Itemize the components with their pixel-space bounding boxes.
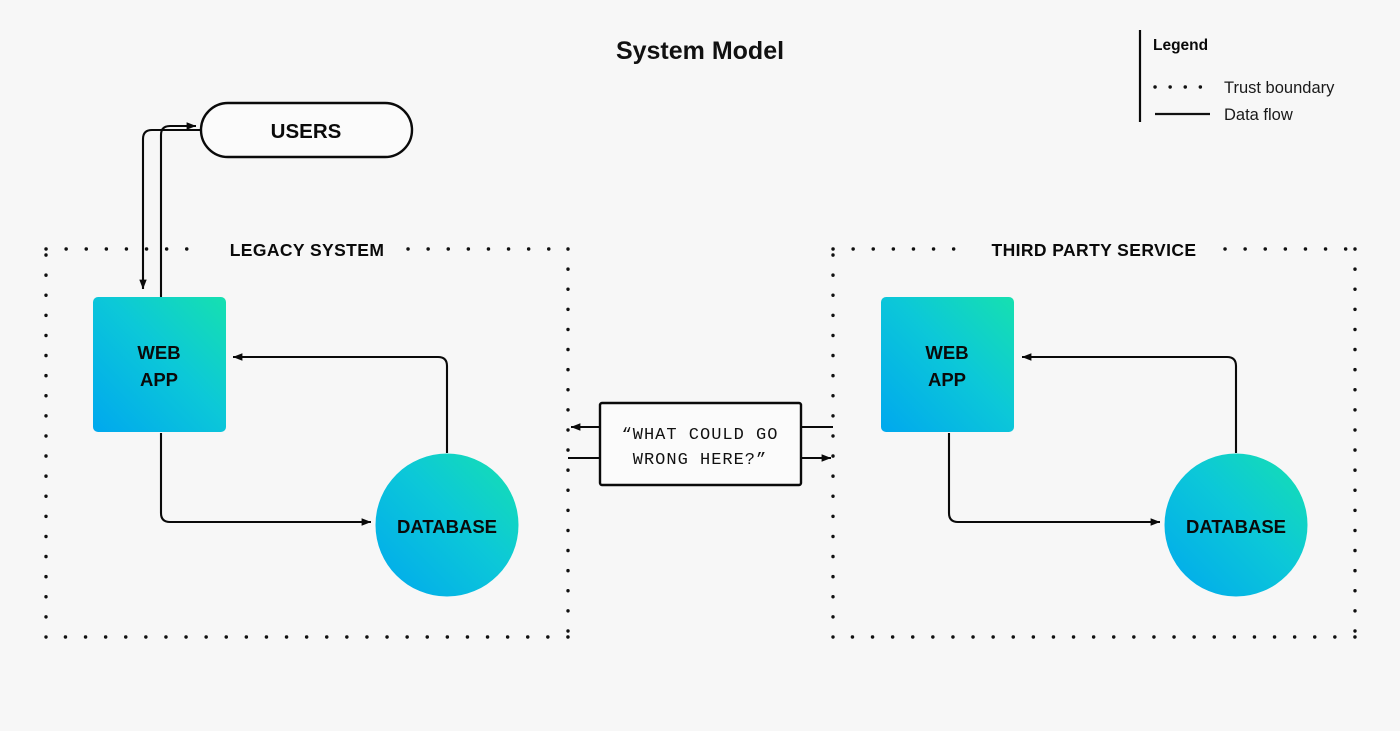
legend: Legend Trust boundary Data flow [1138,30,1335,124]
legend-label-data-flow: Data flow [1224,106,1293,124]
node-third-party-database[interactable]: DATABASE [1164,453,1308,597]
flow-users-to-web-app [139,128,201,290]
node-legacy-web-app[interactable]: WEB APP [93,297,226,432]
legacy-database-shape [375,453,519,597]
node-legacy-database-label: DATABASE [397,516,497,537]
third-party-web-app-shape [881,297,1014,432]
node-third-party-web-app-label-line1: WEB [925,342,968,363]
third-party-database-shape [1164,453,1308,597]
page-title: System Model [616,37,784,65]
callout-box[interactable]: “WHAT COULD GO WRONG HERE?” [598,401,803,487]
node-third-party-web-app-label-line2: APP [928,369,966,390]
node-legacy-web-app-label-line2: APP [140,369,178,390]
users-shape [199,101,414,159]
trust-boundary-third-party: THIRD PARTY SERVICE [831,240,1357,639]
node-users-label: USERS [271,120,342,143]
flow-third-party-web-app-to-database [947,433,1161,526]
trust-boundary-legacy: LEGACY SYSTEM [44,240,570,639]
legacy-web-app-shape [93,297,226,432]
callout-line-2: WRONG HERE?” [633,451,767,470]
flow-web-app-to-users [159,122,197,300]
callout-line-1: “WHAT COULD GO [622,426,779,445]
callout-shape [598,401,803,487]
node-legacy-database[interactable]: DATABASE [375,453,519,597]
legend-heading: Legend [1153,37,1208,54]
legend-label-trust-boundary: Trust boundary [1224,79,1335,97]
flow-legacy-web-app-to-database [159,433,372,526]
flow-third-party-database-to-web-app [1021,353,1238,453]
boundary-label-third-party: THIRD PARTY SERVICE [992,240,1197,260]
node-legacy-web-app-label-line1: WEB [137,342,180,363]
flow-legacy-database-to-web-app [232,353,449,453]
node-users[interactable]: USERS [199,101,414,159]
node-third-party-database-label: DATABASE [1186,516,1286,537]
boundary-label-legacy: LEGACY SYSTEM [230,240,385,260]
node-third-party-web-app[interactable]: WEB APP [881,297,1014,432]
